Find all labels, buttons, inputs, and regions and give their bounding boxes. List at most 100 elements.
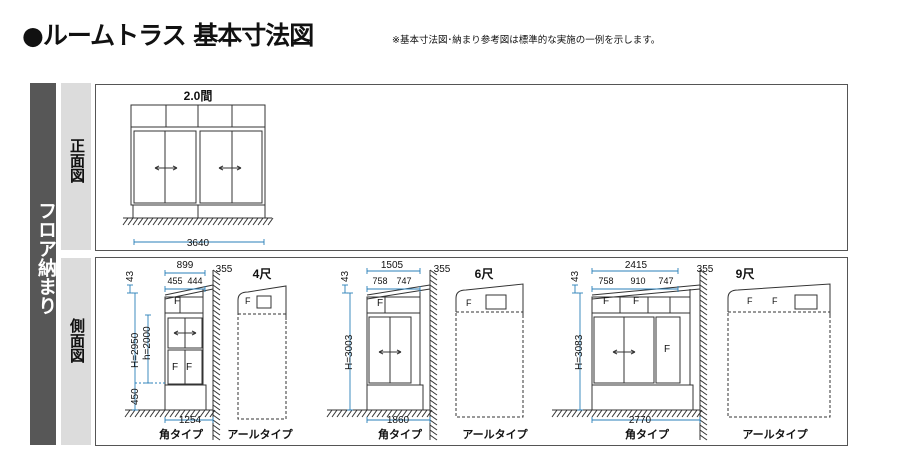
drawing-line <box>429 294 438 301</box>
drawing-line <box>699 379 708 386</box>
drawing-line <box>212 404 221 411</box>
drawing-line <box>429 429 438 436</box>
dim-eave: 355 <box>434 264 451 275</box>
page-title: ●ルームトラス 基本寸法図 <box>22 21 314 50</box>
drawing-line <box>699 429 708 436</box>
drawing-line <box>217 217 224 226</box>
drawing-line <box>129 409 136 418</box>
drawing-line <box>699 399 708 406</box>
dim-base: 450 <box>130 388 141 405</box>
drawing-line <box>212 359 221 366</box>
drawing-line <box>202 217 209 226</box>
drawing-line <box>247 217 254 226</box>
drawing-line <box>212 339 221 346</box>
drawing-line <box>212 279 221 286</box>
drawing-line <box>356 409 363 418</box>
fixed-panel-mark: F <box>245 296 251 306</box>
drawing-line <box>179 409 186 418</box>
drawing-line <box>429 404 438 411</box>
drawing-line <box>212 419 221 426</box>
drawing-line <box>699 324 708 331</box>
drawing-line <box>611 409 618 418</box>
drawing-line <box>699 334 708 341</box>
drawing-line <box>154 165 160 169</box>
drawing-line <box>646 409 653 418</box>
drawing-line <box>406 409 413 418</box>
drawing-line <box>378 349 384 353</box>
drawing-line <box>218 165 224 169</box>
drawing-line <box>212 389 221 396</box>
drawing-line <box>381 409 388 418</box>
drawing-line <box>212 384 221 391</box>
drawing-line <box>601 409 608 418</box>
drawing-line <box>212 299 221 306</box>
drawing-line <box>154 409 161 418</box>
drawing-line <box>212 399 221 406</box>
side-view-panel <box>95 257 848 446</box>
drawing-line <box>651 409 658 418</box>
drawing-line <box>341 409 348 418</box>
drawing-line <box>421 409 428 418</box>
dim-rise: 43 <box>125 270 136 282</box>
dim-door-height: h=2000 <box>142 326 153 360</box>
drawing-line <box>361 409 368 418</box>
drawing-line <box>192 217 199 226</box>
drawing-line <box>184 409 191 418</box>
fixed-panel-mark: F <box>172 362 178 373</box>
drawing-line <box>429 279 438 286</box>
drawing-line <box>429 324 438 331</box>
type-round-label: アールタイプ <box>742 427 808 441</box>
drawing-line <box>212 354 221 361</box>
drawing-line <box>699 384 708 391</box>
drawing-line <box>429 374 438 381</box>
drawing-line <box>212 394 221 401</box>
drawing-frame <box>130 126 266 206</box>
dim-split: 747 <box>658 276 673 286</box>
drawing-line <box>122 217 129 226</box>
drawing-line <box>167 217 174 226</box>
dim-depth: 1254 <box>179 415 202 426</box>
drawing-line <box>212 364 221 371</box>
drawing-line <box>212 289 221 296</box>
drawing-line <box>626 409 633 418</box>
fixed-panel-mark: F <box>664 344 670 355</box>
drawing-line <box>429 344 438 351</box>
drawing-frame <box>591 384 694 411</box>
dim-height: H=2950 <box>130 332 141 368</box>
drawing-line <box>331 409 338 418</box>
drawing-line <box>199 409 206 418</box>
dim-height: H=3003 <box>344 334 355 370</box>
fixed-panel-mark: F <box>772 296 778 306</box>
drawing-line <box>551 409 558 418</box>
drawing-frame <box>256 295 272 309</box>
drawing-line <box>212 434 221 441</box>
drawing-line <box>429 329 438 336</box>
fixed-panel-mark: F <box>633 296 639 307</box>
drawing-line <box>429 424 438 431</box>
drawing-line <box>586 409 593 418</box>
fixed-panel-mark: F <box>174 296 180 307</box>
drawing-line <box>173 330 179 334</box>
drawing-line <box>606 409 613 418</box>
drawing-line <box>429 334 438 341</box>
drawing-line <box>681 409 688 418</box>
drawing-line <box>699 424 708 431</box>
drawing-line <box>699 354 708 361</box>
drawing-line <box>429 304 438 311</box>
drawing-line <box>232 217 239 226</box>
drawing-line <box>396 349 402 353</box>
drawing-line <box>366 284 431 296</box>
drawing-line <box>164 409 171 418</box>
dim-split: 758 <box>372 276 387 286</box>
drawing-line <box>212 314 221 321</box>
drawing-line <box>630 349 636 353</box>
drawing-line <box>212 309 221 316</box>
drawing-frame <box>132 204 266 219</box>
dim-eave: 355 <box>697 264 714 275</box>
drawing-line <box>699 389 708 396</box>
drawing-line <box>144 409 151 418</box>
type-square-label: 角タイプ <box>625 427 670 441</box>
drawing-line <box>262 217 269 226</box>
drawing-line <box>699 299 708 306</box>
drawing-line <box>137 217 144 226</box>
